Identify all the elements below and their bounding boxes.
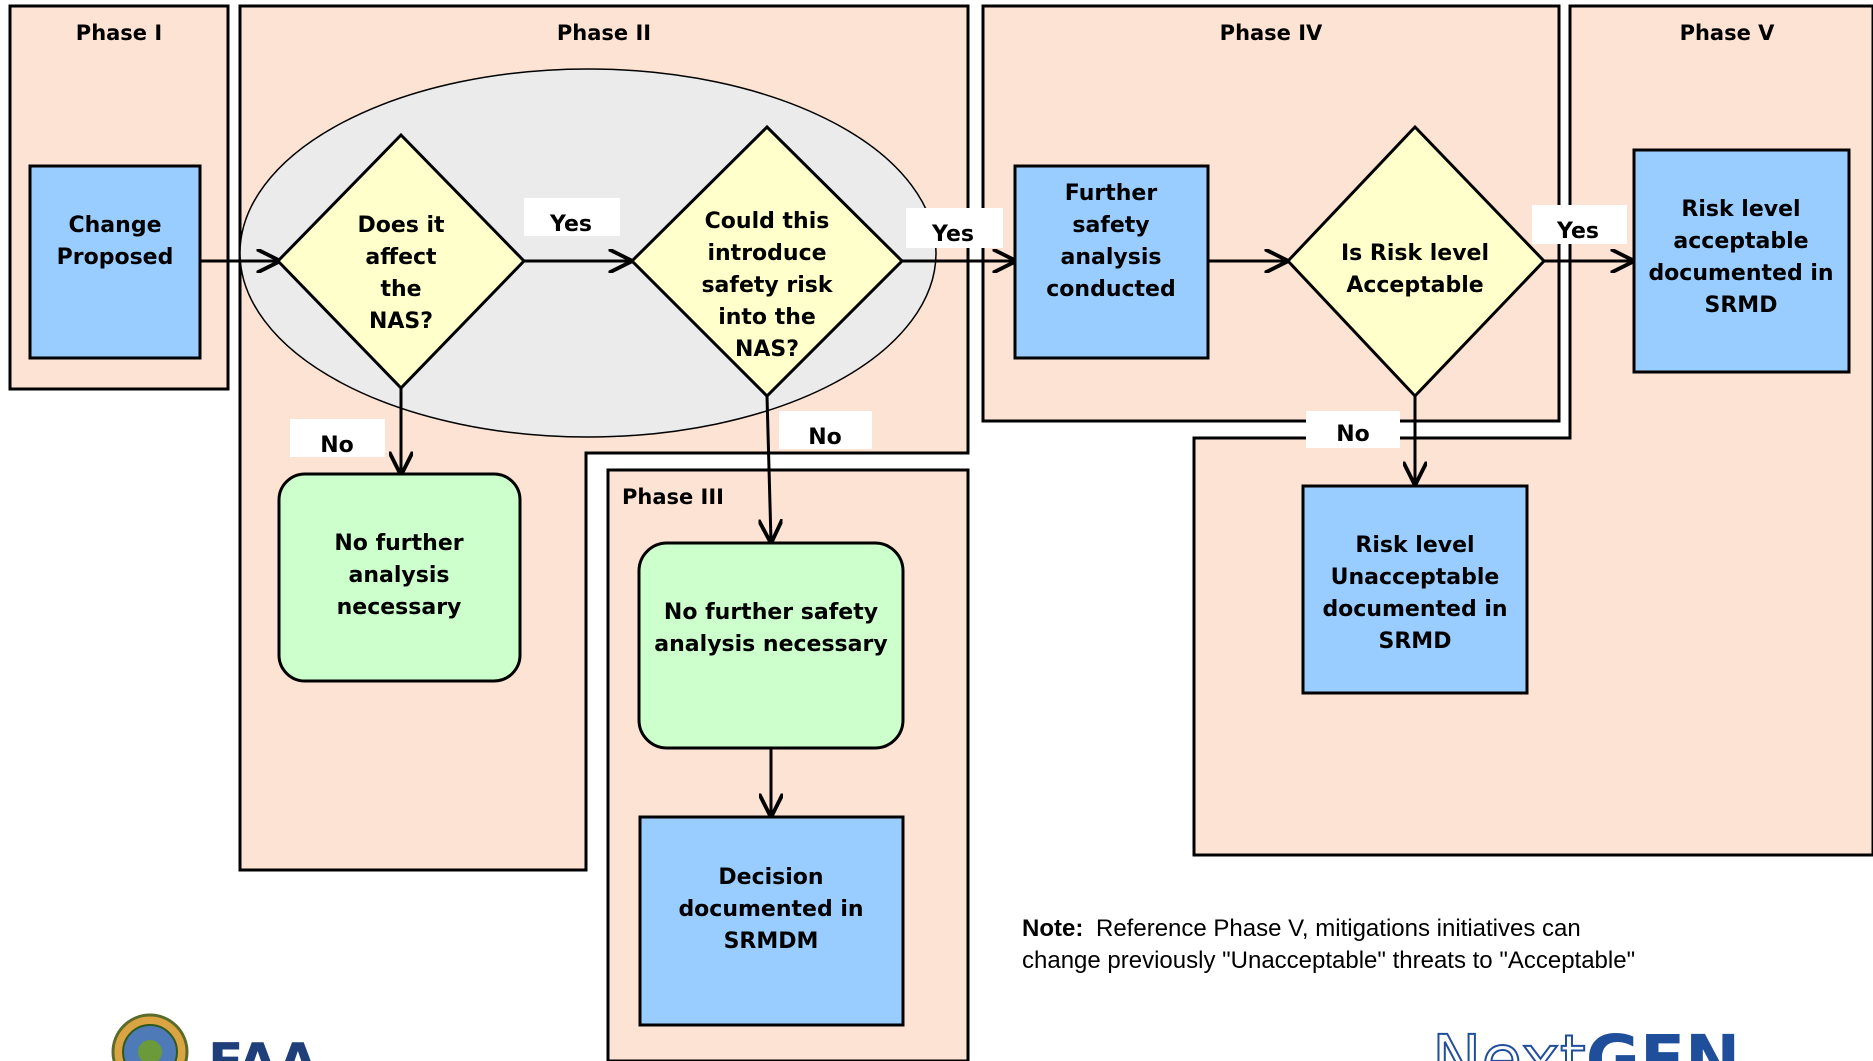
change-proposed-box: [28, 164, 202, 360]
risk-acceptable-box: [1632, 148, 1851, 374]
edge-risk-to-no-safety: [767, 395, 771, 541]
risk-unacceptable-line3: documented in: [1322, 597, 1507, 622]
no-further-safety-box: [637, 541, 905, 750]
risk-acceptable-line1: Risk level: [1681, 197, 1800, 222]
no-further-analysis-line2: analysis: [349, 563, 450, 588]
note-text-1: Reference Phase V, mitigations initiativ…: [1096, 915, 1581, 942]
note-bold: Note:: [1022, 915, 1083, 942]
introduce-risk-line4: into the: [718, 305, 816, 330]
further-analysis-line3: analysis: [1061, 245, 1162, 270]
risk-unacceptable-line4: SRMD: [1379, 629, 1452, 654]
yes3-label: Yes: [1556, 219, 1599, 244]
nextgen-light: Next: [1432, 1021, 1586, 1061]
risk-acceptable-q-line1: Is Risk level: [1341, 241, 1489, 266]
no2-bg: [779, 411, 872, 449]
introduce-risk-line2: introduce: [707, 241, 826, 266]
further-analysis-line2: safety: [1072, 213, 1149, 238]
nextgen-logo: NextGEN: [1431, 1020, 1740, 1061]
affect-nas-diamond: [275, 132, 527, 391]
phase2-title: Phase II: [557, 21, 651, 45]
affect-nas-line1: Does it: [357, 213, 445, 238]
introduce-risk-line3: safety risk: [701, 273, 833, 298]
risk-unacceptable-line2: Unacceptable: [1331, 565, 1500, 590]
yes2-bg: [906, 208, 1003, 248]
introduce-risk-diamond: [629, 124, 905, 399]
yes3-bg: [1532, 205, 1627, 244]
risk-acceptable-line3: documented in: [1648, 261, 1833, 286]
no3-bg: [1306, 411, 1400, 448]
risk-unacceptable-box: [1301, 484, 1529, 695]
yes2-label: Yes: [931, 222, 974, 247]
no-further-analysis-line1: No further: [334, 531, 463, 556]
note-line2: change previously "Unacceptable" threats…: [1022, 947, 1635, 974]
risk-acceptable-diamond: [1285, 124, 1547, 399]
phase3-title: Phase III: [622, 485, 724, 509]
no-further-analysis-box: [277, 472, 522, 683]
further-analysis-box: [1013, 164, 1210, 360]
introduce-risk-line5: NAS?: [735, 337, 799, 362]
affect-nas-line3: the: [380, 277, 421, 302]
nextgen-text: NextGEN: [1432, 1021, 1740, 1061]
further-analysis-line1: Further: [1065, 181, 1158, 206]
decision-documented-line3: SRMDM: [724, 929, 819, 954]
introduce-risk-line1: Could this: [705, 209, 830, 234]
phase5-title: Phase V: [1680, 21, 1776, 45]
risk-unacceptable-line1: Risk level: [1355, 533, 1474, 558]
yes1-bg: [524, 198, 620, 236]
no1-label: No: [320, 433, 354, 458]
nextgen-bold: GEN: [1586, 1021, 1741, 1061]
no1-bg: [290, 419, 385, 457]
no3-label: No: [1336, 422, 1370, 447]
risk-acceptable-line4: SRMD: [1705, 293, 1778, 318]
no2-label: No: [808, 425, 842, 450]
risk-acceptable-line2: acceptable: [1673, 229, 1808, 254]
no-further-safety-line1: No further safety: [664, 600, 878, 625]
affect-nas-line4: NAS?: [369, 309, 433, 334]
decision-documented-line1: Decision: [718, 865, 823, 890]
change-proposed-line2: Proposed: [57, 245, 174, 270]
risk-acceptable-q-line2: Acceptable: [1346, 273, 1483, 298]
affect-nas-line2: affect: [365, 245, 437, 270]
phase1-title: Phase I: [76, 21, 162, 45]
no-further-safety-line2: analysis necessary: [654, 632, 887, 657]
decision-documented-line2: documented in: [678, 897, 863, 922]
note-line1: Note: Reference Phase V, mitigations ini…: [1022, 915, 1581, 942]
phase4-title: Phase IV: [1220, 21, 1323, 45]
faa-logo: FAA: [111, 1013, 318, 1061]
yes1-label: Yes: [549, 212, 592, 237]
change-proposed-line1: Change: [69, 213, 162, 238]
further-analysis-line4: conducted: [1046, 277, 1175, 302]
no-further-analysis-line3: necessary: [337, 595, 462, 620]
faa-text: FAA: [208, 1033, 318, 1061]
decision-documented-box: [638, 815, 905, 1027]
